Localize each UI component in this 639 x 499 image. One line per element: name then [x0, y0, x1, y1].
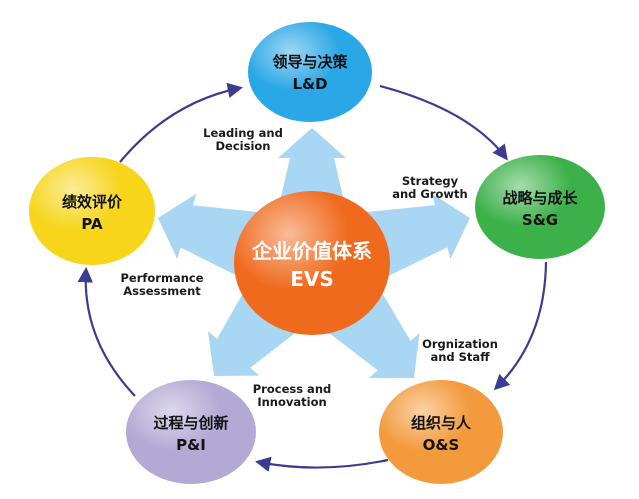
- node-pa: 绩效评价 PA: [29, 157, 155, 265]
- node-ld-title: 领导与决策: [271, 53, 348, 71]
- arm-label-sg-line1: Strategy: [402, 174, 459, 188]
- node-ld-code: L&D: [292, 75, 327, 93]
- node-pa-code: PA: [81, 215, 103, 233]
- node-os-code: O&S: [423, 436, 460, 454]
- center-code: EVS: [290, 267, 334, 291]
- ring-arrow-pi-pa: [77, 266, 136, 397]
- arm-label-ld-line2: Decision: [216, 139, 271, 153]
- arm-label-os-line1: Orgnization: [422, 337, 498, 351]
- arm-label-pi-line1: Process and: [253, 382, 332, 396]
- node-sg: 战略与成长 S&G: [475, 155, 605, 259]
- arm-label-os-line2: and Staff: [430, 350, 490, 364]
- arm-label-ld-line1: Leading and: [203, 126, 283, 140]
- node-pi-title: 过程与创新: [153, 414, 228, 432]
- ring-arrow-sg-os: [493, 261, 548, 391]
- center-title: 企业价值体系: [251, 239, 372, 263]
- center-node: 企业价值体系 EVS: [234, 191, 390, 335]
- ring-arrow-pa-ld: [119, 82, 244, 163]
- node-os: 组织与人 O&S: [379, 380, 503, 484]
- node-pa-title: 绩效评价: [62, 193, 123, 211]
- node-pi: 过程与创新 P&I: [126, 380, 256, 484]
- ring-arrow-ld-sg: [379, 84, 508, 161]
- node-os-title: 组织与人: [411, 414, 472, 432]
- node-sg-title: 战略与成长: [502, 189, 578, 207]
- node-sg-code: S&G: [522, 211, 558, 229]
- node-pi-code: P&I: [176, 436, 206, 454]
- arm-label-sg-line2: and Growth: [392, 187, 468, 201]
- arm-label-pa-line1: Performance: [120, 271, 203, 285]
- node-ld: 领导与决策 L&D: [248, 22, 372, 122]
- cycle-ring: [77, 82, 548, 472]
- arm-label-pi-line2: Innovation: [257, 395, 326, 409]
- arm-label-pa-line2: Assessment: [123, 284, 201, 298]
- ring-arrow-os-pi: [254, 456, 389, 472]
